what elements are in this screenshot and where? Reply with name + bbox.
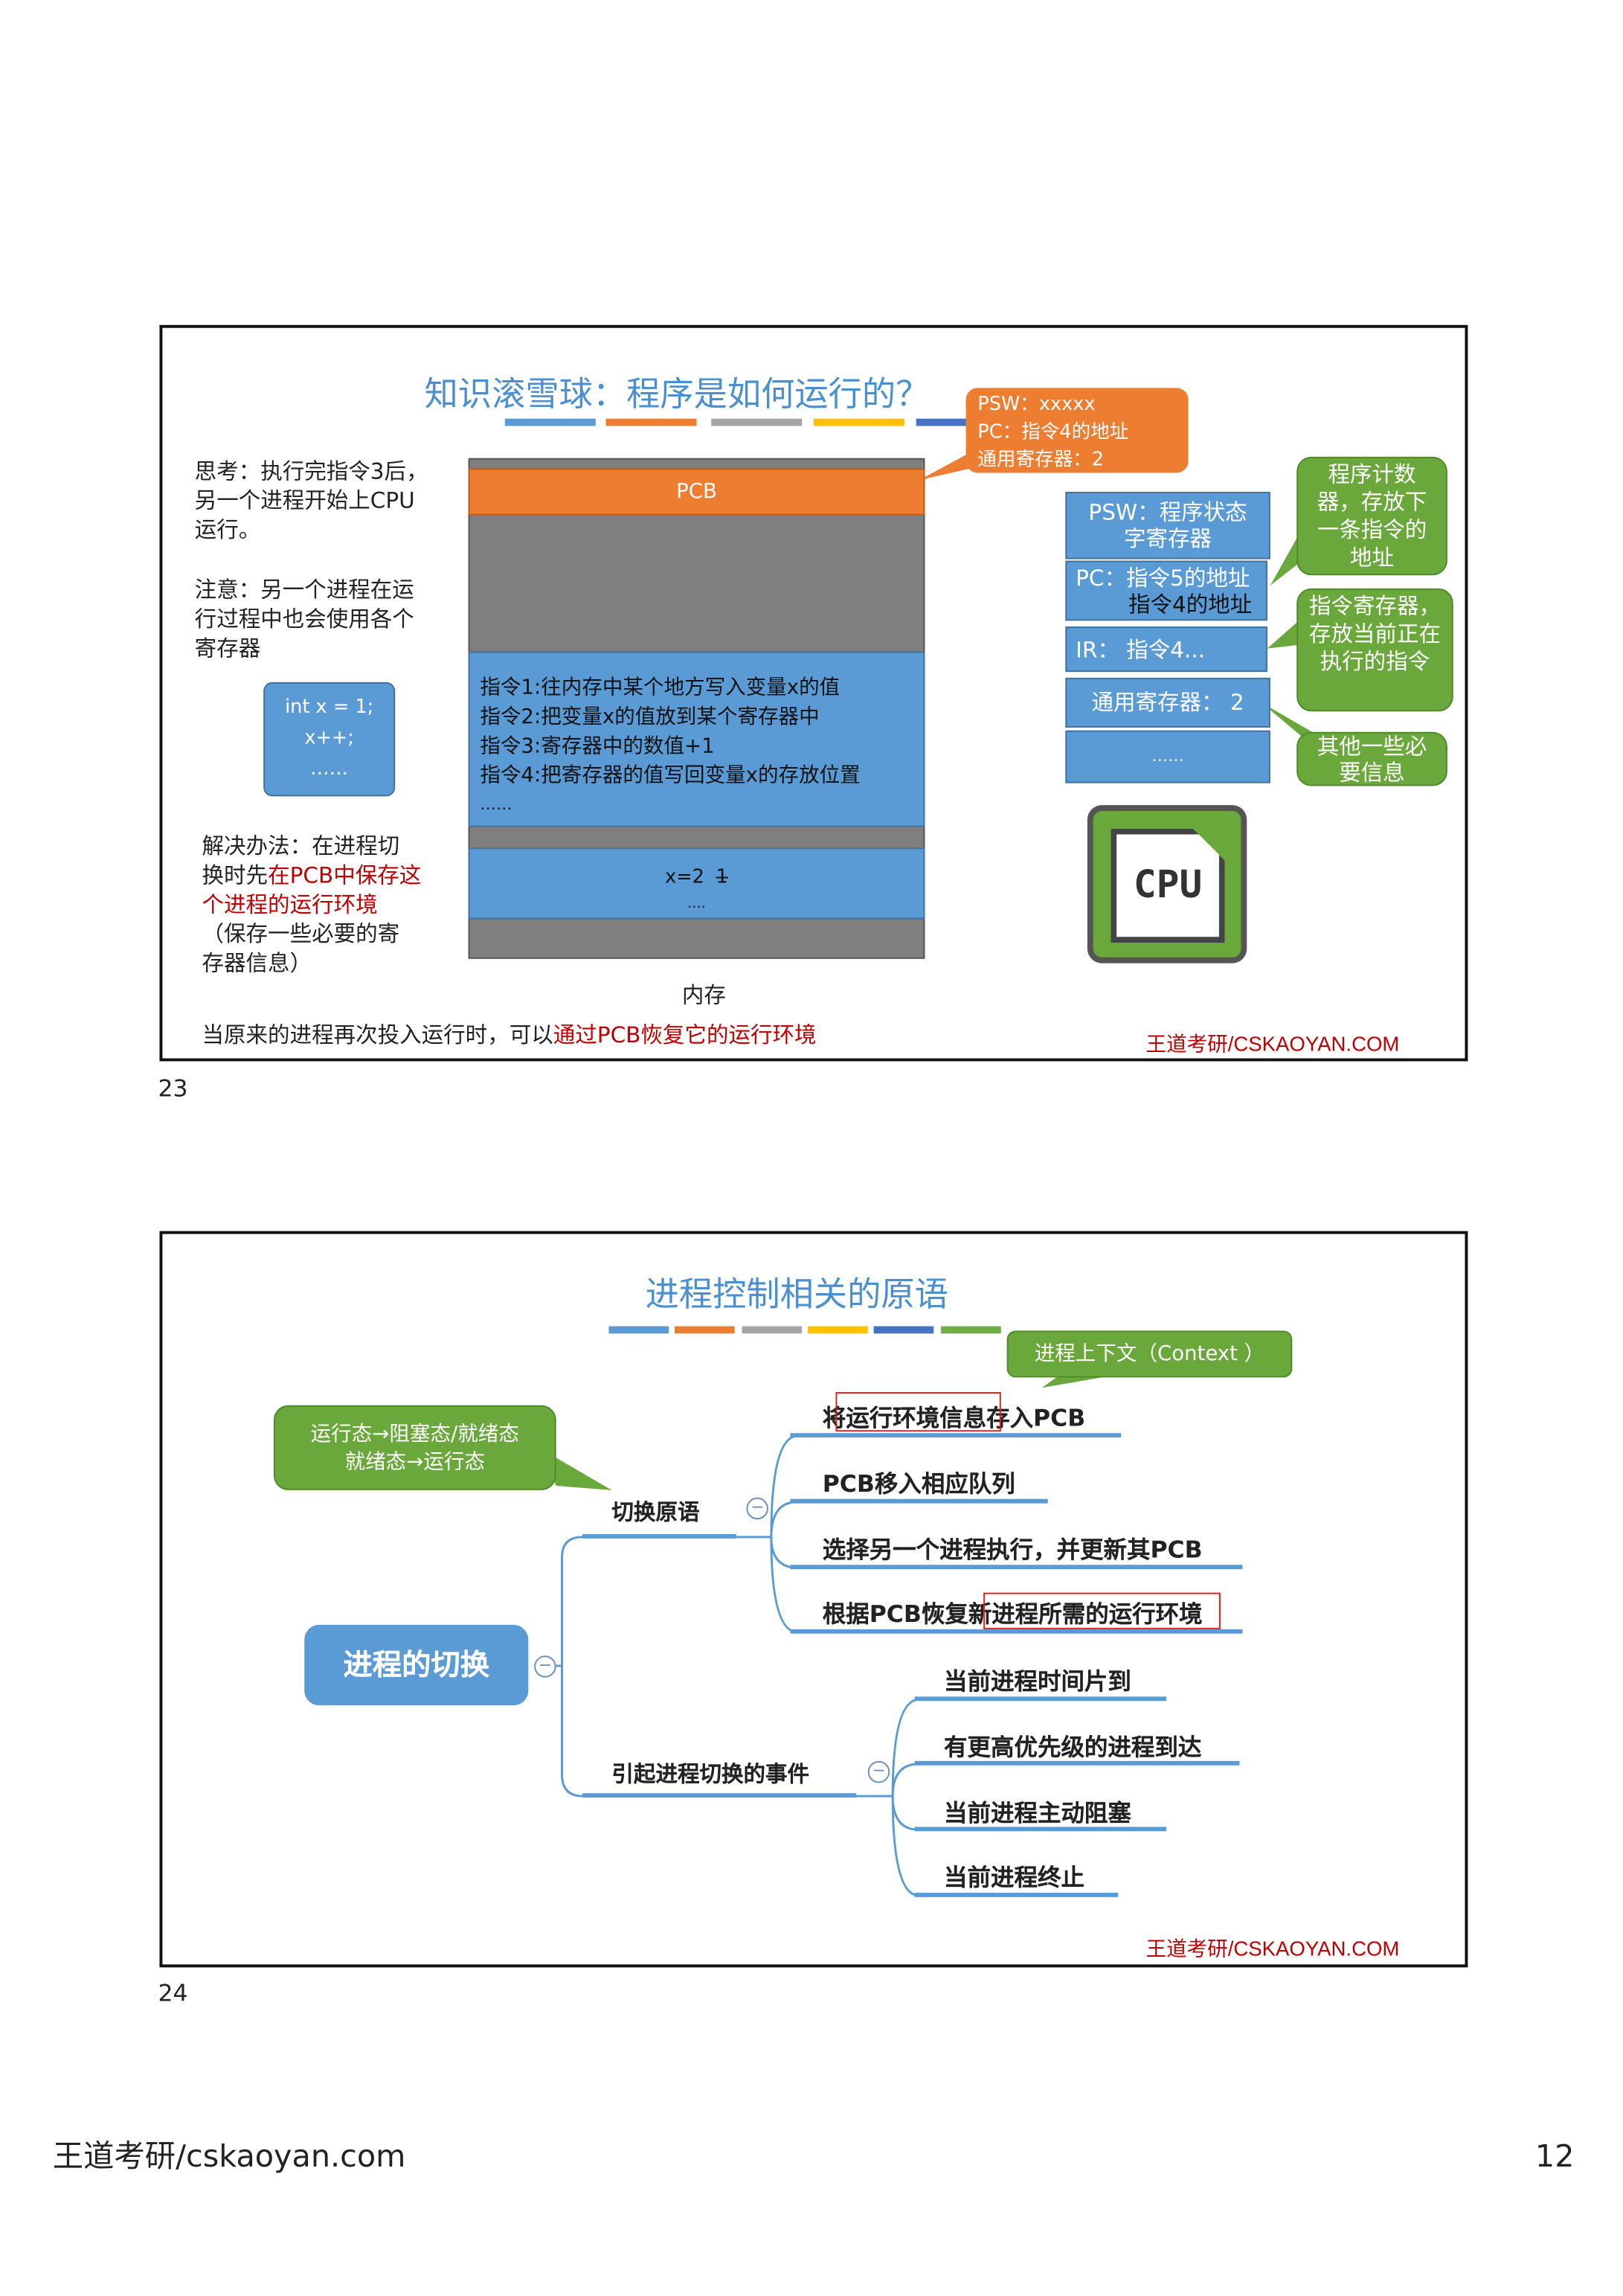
title-bar-5 [916, 418, 975, 426]
branch-switch-events[interactable]: 引起进程切换的事件 [611, 1760, 810, 1788]
callout-line: PSW：xxxxx [977, 394, 1096, 416]
item-underline [914, 1760, 1240, 1766]
branch-switch-primitives[interactable]: 切换原语 [611, 1498, 700, 1526]
slide1-page-number: 23 [158, 1074, 188, 1103]
slide2-page-number: 24 [158, 1979, 188, 2007]
event-item[interactable]: 有更高优先级的进程到达 [944, 1733, 1202, 1761]
title-bar-1 [608, 1326, 669, 1334]
register-general: 通用寄存器： 2 [1065, 677, 1270, 728]
cpu-icon: CPU [1087, 805, 1247, 963]
title-bar-6 [941, 1326, 1001, 1334]
register-more: …… [1065, 730, 1270, 783]
item-underline [790, 1629, 1243, 1634]
item-underline [790, 1565, 1243, 1570]
title-bar-4 [813, 418, 904, 426]
restore-text: 当原来的进程再次投入运行时，可以通过PCB恢复它的运行环境 [202, 1022, 817, 1048]
collapse-branch1-icon[interactable]: − [746, 1497, 768, 1520]
event-item[interactable]: 当前进程终止 [944, 1863, 1084, 1892]
item-underline [914, 1892, 1119, 1897]
context-callout: 进程上下文（Context ） [1006, 1330, 1293, 1378]
footer-site: 王道考研/cskaoyan.com [52, 2138, 406, 2174]
title-bar-3 [711, 418, 803, 426]
branch-underline [582, 1533, 736, 1539]
item-underline [914, 1696, 1167, 1702]
collapse-branch2-icon[interactable]: − [867, 1760, 890, 1783]
slide1-brand: 王道考研/CSKAOYAN.COM [1145, 1032, 1400, 1056]
register-pc: PC：指令5的地址指令4的地址 [1065, 560, 1267, 621]
title-bar-5 [873, 1326, 934, 1334]
code-scroll: int x = 1;x++;…… [263, 682, 396, 797]
item-underline [790, 1498, 1048, 1504]
ir-callout: 指令寄存器，存放当前正在执行的指令 [1296, 588, 1453, 712]
primitive-item[interactable]: PCB移入相应队列 [822, 1469, 1015, 1498]
data-old-value: 1 [716, 866, 728, 889]
item-underline [914, 1827, 1167, 1832]
other-callout: 其他一些必要信息 [1296, 731, 1447, 786]
footer-page-number: 12 [1534, 2138, 1575, 2174]
pc-callout: 程序计数器，存放下一条指令的地址 [1296, 456, 1447, 576]
solution-text: 解决办法：在进程切 换时先在PCB中保存这 个进程的运行环境 （保存一些必要的寄… [202, 833, 422, 977]
note-text: 注意：另一个进程在运行过程中也会使用各个寄存器 [194, 577, 414, 662]
highlight-box [983, 1592, 1221, 1629]
memory-label: 内存 [681, 982, 726, 1009]
callout-line: 通用寄存器：2 [977, 449, 1105, 472]
event-item[interactable]: 当前进程主动阻塞 [944, 1799, 1131, 1827]
branch-underline [582, 1793, 856, 1798]
primitive-item[interactable]: 根据PCB恢复新进程所需的运行环境 [822, 1600, 1203, 1628]
slide2-brand: 王道考研/CSKAOYAN.COM [1145, 1937, 1400, 1960]
slide2-title: 进程控制相关的原语 [645, 1276, 948, 1315]
slide1-title: 知识滚雪球：程序是如何运行的？ [424, 376, 930, 414]
title-bar-4 [808, 1326, 868, 1334]
callout-line: PC：指令4的地址 [977, 421, 1129, 444]
title-bar-1 [504, 418, 596, 426]
collapse-root-icon[interactable]: − [534, 1655, 556, 1678]
item-underline [790, 1433, 1122, 1438]
primitive-item[interactable]: 选择另一个进程执行，并更新其PCB [822, 1535, 1203, 1564]
register-psw: PSW：程序状态字寄存器 [1065, 492, 1270, 559]
data-value: x=2 [665, 866, 704, 889]
title-bar-3 [742, 1326, 803, 1334]
primitive-item[interactable]: 将运行环境信息存入PCB [822, 1403, 1086, 1432]
pcb-block: PCB [468, 468, 925, 516]
pc-old-value: 指令4的地址 [1128, 590, 1253, 618]
state-transition-callout: 运行态→阻塞态/就绪态就绪态→运行态 [273, 1405, 556, 1490]
title-bar-2 [605, 418, 697, 426]
highlight-box [835, 1392, 1001, 1432]
mindmap-root[interactable]: 进程的切换 [304, 1624, 529, 1706]
event-item[interactable]: 当前进程时间片到 [944, 1667, 1131, 1696]
title-bar-2 [675, 1326, 735, 1334]
instruction-block: 指令1:往内存中某个地方写入变量x的值指令2:把变量x的值放到某个寄存器中指令3… [468, 651, 925, 827]
pcb-saved-callout: PSW：xxxxx PC：指令4的地址 通用寄存器：2 [965, 388, 1189, 473]
register-ir: IR： 指令4... [1065, 626, 1267, 673]
